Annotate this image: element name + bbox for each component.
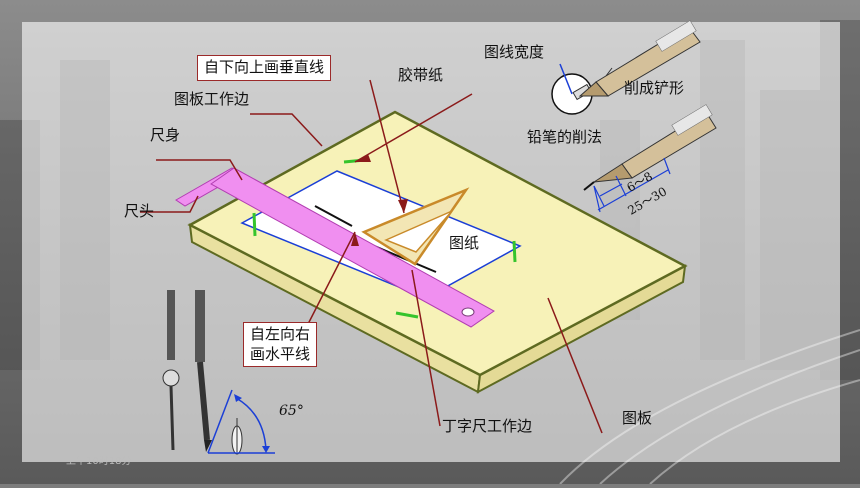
label-t-square-edge: 丁字尺工作边 [442,417,533,435]
label-ruler-body: 尺身 [150,126,181,144]
leader-arrowheads [351,154,408,246]
label-board: 图板 [622,409,653,427]
label-chisel-shape: 削成铲形 [624,79,685,97]
label-vertical-line: 自下向上画垂直线 [197,55,332,81]
label-horizontal-line-2: 画水平线 [250,344,311,363]
compass-illustration [162,290,275,455]
label-horizontal-line: 自左向右 画水平线 [243,322,318,367]
label-paper: 图纸 [449,234,480,252]
label-horizontal-line-1: 自左向右 [250,325,311,343]
label-board-edge: 图板工作边 [174,90,250,108]
label-line-width: 图线宽度 [484,43,545,61]
set-square [361,187,470,266]
label-tape: 胶带纸 [398,66,444,84]
pencil-dimensions [593,157,671,213]
leader-lines [140,79,603,434]
t-square [175,167,495,328]
cone-pencil [583,104,717,191]
chisel-pencil [578,20,701,97]
label-sharpen-method: 铅笔的削法 [527,128,603,146]
status-time: 上午10时18分 [66,456,132,467]
label-angle: 65° [279,403,304,419]
tape-pieces [252,158,517,319]
label-ruler-head: 尺头 [124,202,155,220]
